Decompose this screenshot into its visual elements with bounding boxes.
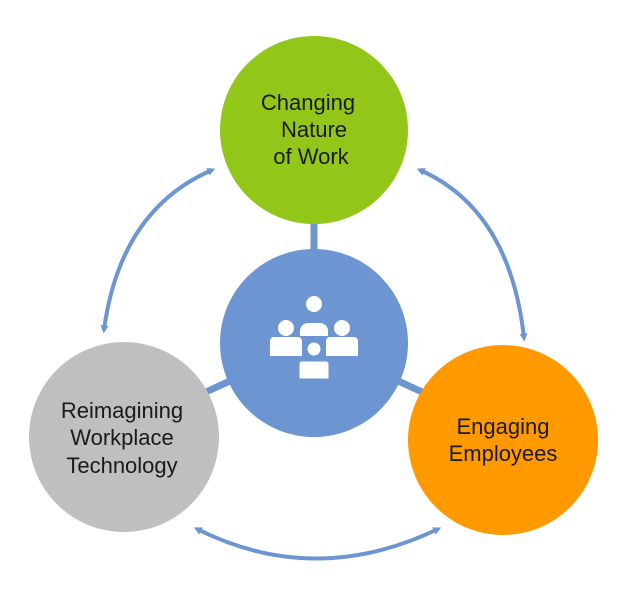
- node-top-line-1: Changing: [261, 90, 355, 115]
- node-changing-nature-of-work: Changing Nature of Work: [220, 36, 408, 224]
- node-top-line-2: Nature: [281, 117, 347, 142]
- node-left-line-3: Technology: [66, 453, 177, 478]
- node-center-team: [220, 249, 408, 437]
- node-right-line-2: Employees: [449, 441, 558, 466]
- node-left-line-1: Reimagining: [61, 398, 183, 423]
- node-left-line-2: Workplace: [70, 425, 174, 450]
- arrow-bottom: [193, 527, 442, 561]
- connector-left: [204, 376, 234, 396]
- node-circle-top: [220, 36, 408, 224]
- node-circle-right: [408, 345, 598, 535]
- node-reimagining-workplace-technology: Reimagining Workplace Technology: [29, 342, 219, 532]
- node-engaging-employees: Engaging Employees: [408, 345, 598, 535]
- connector-right: [394, 376, 424, 396]
- arrow-left-top: [100, 168, 216, 334]
- people-group-icon: [270, 296, 358, 382]
- arrow-top-right: [416, 168, 528, 342]
- node-right-line-1: Engaging: [457, 414, 550, 439]
- node-top-line-3: of Work: [273, 144, 349, 169]
- node-circle-left: [29, 342, 219, 532]
